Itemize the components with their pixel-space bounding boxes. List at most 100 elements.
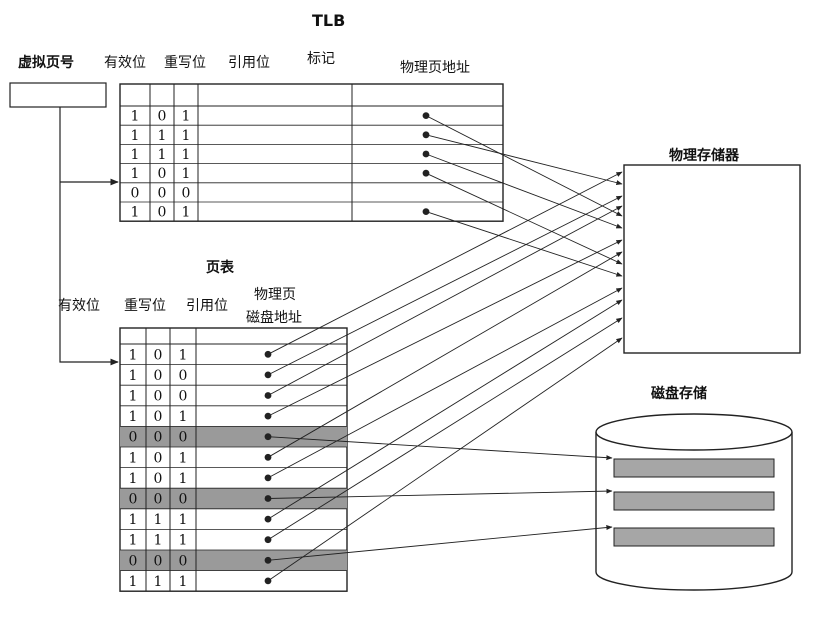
page-table-cell-valid: 1: [129, 471, 138, 487]
page-table-header-address-line2: 磁盘地址: [246, 309, 302, 326]
page-table-cell-ref: 1: [179, 347, 188, 363]
page-table-frame: [119, 327, 348, 592]
tlb-cell-ref: 1: [182, 147, 191, 163]
tlb-cell-valid: 1: [131, 109, 140, 125]
page-table-title: 页表: [206, 259, 235, 276]
tlb-frame: [119, 83, 504, 222]
page-table-cell-dirty: 0: [154, 389, 163, 405]
page-table-header-dirty: 重写位: [124, 298, 166, 314]
tlb-cell-dirty: 0: [158, 185, 167, 201]
page-table-cell-valid: 1: [129, 574, 138, 590]
page-table-cell-dirty: 0: [154, 409, 163, 425]
tlb-cell-ref: 1: [182, 166, 191, 182]
page-table-cell-ref: 1: [179, 409, 188, 425]
virtual-page-number-box: [9, 82, 107, 108]
page-table-to-memory-arrow: [267, 171, 623, 355]
tlb-cell-valid: 1: [131, 128, 140, 144]
page-table-cell-ref: 0: [179, 492, 188, 508]
tlb-cell-ref: 1: [182, 205, 191, 221]
page-table-cell-valid: 1: [129, 512, 138, 528]
page-table-cell-ref: 1: [179, 533, 188, 549]
page-table-cell-dirty: 0: [154, 553, 163, 569]
tlb-header-physical-page-address: 物理页地址: [400, 60, 470, 76]
page-table-cell-ref: 1: [179, 450, 188, 466]
page-table-to-memory-arrow: [267, 299, 623, 520]
address-links: [267, 115, 623, 582]
physical-memory-box: [623, 164, 801, 354]
page-table-header-address-line1: 物理页: [254, 287, 296, 303]
tlb-cell-dirty: 1: [158, 128, 167, 144]
page-table-to-memory-arrow: [267, 195, 623, 376]
tlb-cell-ref: 0: [182, 185, 191, 201]
page-table-cell-dirty: 1: [154, 512, 163, 528]
disk-block-1: [613, 458, 775, 478]
tlb-header-ref: 引用位: [228, 55, 270, 71]
disk-top: [595, 413, 793, 451]
tlb-cell-dirty: 0: [158, 109, 167, 125]
page-table-cell-dirty: 0: [154, 368, 163, 384]
tlb-to-memory-arrow: [425, 153, 623, 229]
tlb-to-memory-arrow: [425, 211, 623, 277]
tlb-to-memory-arrow: [425, 134, 623, 186]
page-table-cell-dirty: 0: [154, 347, 163, 363]
page-table-cell-ref: 0: [179, 553, 188, 569]
tlb-cell-valid: 1: [131, 147, 140, 163]
tlb-cell-dirty: 0: [158, 166, 167, 182]
page-table-shaded-row: [120, 426, 347, 447]
page-table-header-valid: 有效位: [58, 298, 100, 314]
tlb-cell-dirty: 1: [158, 147, 167, 163]
page-table-cell-dirty: 0: [154, 492, 163, 508]
page-table-cell-dirty: 0: [154, 450, 163, 466]
page-table-cell-ref: 1: [179, 512, 188, 528]
page-table-to-disk-arrow: [267, 525, 613, 561]
page-table-to-memory-arrow: [267, 239, 623, 417]
page-table-cell-dirty: 0: [154, 471, 163, 487]
page-table-to-memory-arrow: [267, 317, 623, 541]
page-table-to-memory-arrow: [267, 337, 623, 582]
disk-cylinder: [595, 413, 793, 591]
tlb-header-tag: 标记: [307, 51, 335, 67]
page-table-to-memory-arrow: [267, 205, 623, 396]
disk-storage-label: 磁盘存储: [651, 385, 707, 402]
page-table-cell-valid: 1: [129, 368, 138, 384]
tlb-cell-valid: 0: [131, 185, 140, 201]
tlb-header-dirty: 重写位: [164, 55, 206, 71]
page-table-cell-valid: 1: [129, 409, 138, 425]
page-table-cell-valid: 1: [129, 533, 138, 549]
tlb-header-virtual-page-number: 虚拟页号: [18, 54, 74, 71]
page-table-to-disk-arrow: [267, 436, 613, 461]
page-table-cell-valid: 0: [129, 492, 138, 508]
page-table-cell-ref: 0: [179, 430, 188, 446]
tlb-cell-valid: 1: [131, 205, 140, 221]
tlb-header-valid: 有效位: [104, 55, 146, 71]
page-table-cell-valid: 0: [129, 553, 138, 569]
page-table-cell-valid: 1: [129, 450, 138, 466]
page-table-cell-valid: 1: [129, 347, 138, 363]
page-table-cell-ref: 1: [179, 471, 188, 487]
page-table-cell-ref: 0: [179, 368, 188, 384]
page-table-cell-dirty: 1: [154, 574, 163, 590]
page-table-cell-dirty: 0: [154, 430, 163, 446]
tlb-cell-ref: 1: [182, 128, 191, 144]
disk-block-2: [613, 491, 775, 511]
page-table-cell-dirty: 1: [154, 533, 163, 549]
page-table-to-memory-arrow: [267, 251, 623, 458]
page-table-shaded-row: [120, 488, 347, 509]
tlb-to-memory-arrow: [425, 115, 623, 217]
tlb-to-memory-arrow: [425, 172, 623, 265]
tlb-cell-dirty: 0: [158, 205, 167, 221]
disk-body: [595, 432, 793, 591]
page-table-cell-valid: 1: [129, 389, 138, 405]
disk-block-3: [613, 527, 775, 547]
page-table-to-disk-arrow: [267, 488, 613, 499]
tlb-cell-ref: 1: [182, 109, 191, 125]
page-table-cell-ref: 1: [179, 574, 188, 590]
page-table-cell-valid: 0: [129, 430, 138, 446]
tlb-cell-valid: 1: [131, 166, 140, 182]
page-table-cell-ref: 0: [179, 389, 188, 405]
page-table-to-memory-arrow: [267, 287, 623, 479]
